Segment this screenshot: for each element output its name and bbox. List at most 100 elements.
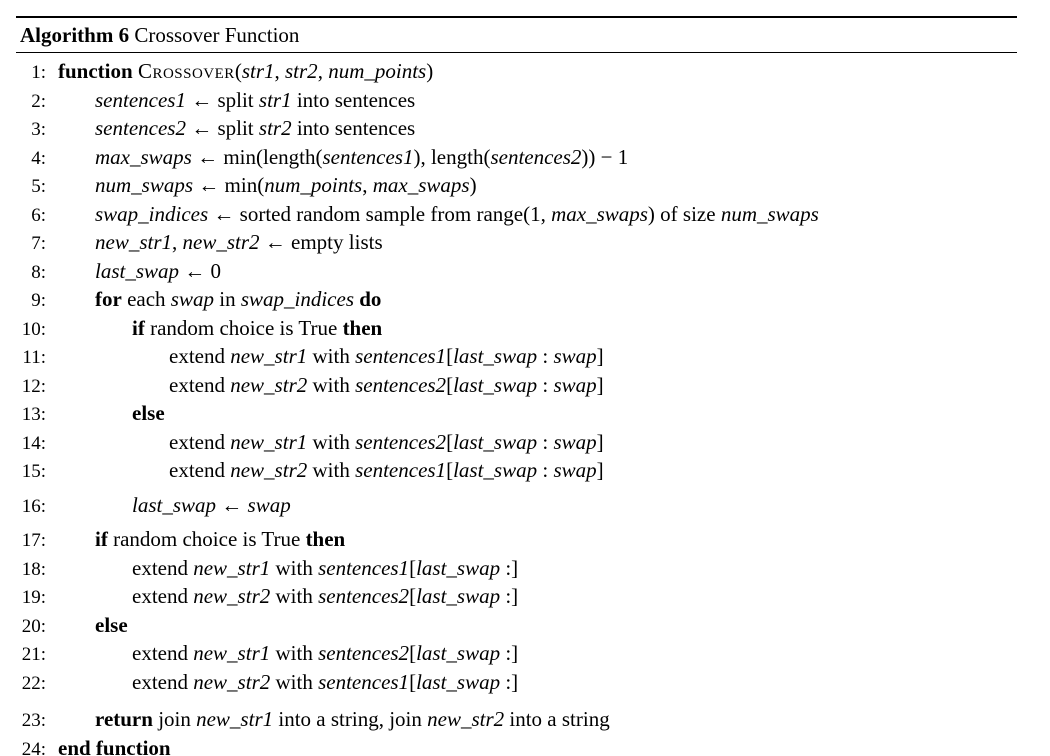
algorithm-body: 1:function Crossover(str1, str2, num_poi… bbox=[16, 53, 1017, 756]
algorithm-line: 22:extend new_str2 with sentences1[last_… bbox=[16, 669, 1017, 698]
line-content: sentences2 ← split str2 into sentences bbox=[46, 115, 415, 143]
line-content: else bbox=[46, 612, 128, 640]
line-content: for each swap in swap_indices do bbox=[46, 286, 381, 314]
keyword: if bbox=[95, 527, 108, 551]
header-rule bbox=[16, 52, 1017, 53]
algorithm-line: 18:extend new_str1 with sentences1[last_… bbox=[16, 555, 1017, 584]
line-number: 9: bbox=[31, 290, 46, 311]
algorithm-line: 20:else bbox=[16, 612, 1017, 641]
plain-text: :] bbox=[500, 584, 519, 608]
line-number: 14: bbox=[21, 432, 46, 454]
algorithm-line: 12:extend new_str2 with sentences2[last_… bbox=[16, 372, 1017, 401]
plain-text: : bbox=[537, 372, 554, 397]
variable: swap_indices bbox=[95, 201, 209, 226]
line-number: 1: bbox=[31, 62, 46, 83]
line-content: last_swap ← 0 bbox=[46, 258, 221, 286]
plain-text: ← bbox=[216, 492, 248, 517]
plain-text: extend bbox=[169, 458, 231, 482]
variable: num_points bbox=[328, 59, 427, 83]
plain-text: in bbox=[213, 287, 241, 311]
variable: sentences2 bbox=[318, 641, 410, 665]
variable: last_swap bbox=[95, 258, 180, 283]
line-number: 24: bbox=[21, 738, 46, 756]
variable: new_str1 bbox=[196, 707, 274, 731]
plain-text: with bbox=[270, 555, 319, 580]
plain-text: ← 0 bbox=[179, 258, 222, 283]
variable: swap bbox=[553, 372, 597, 397]
line-content: extend new_str1 with sentences2[last_swa… bbox=[46, 429, 604, 457]
variable: num_swaps bbox=[95, 173, 194, 197]
variable: num_swaps bbox=[720, 201, 819, 226]
variable: sentences1 bbox=[322, 144, 414, 169]
variable: str1 bbox=[241, 59, 275, 83]
plain-text: into sentences bbox=[291, 116, 416, 140]
algorithm-line: 1:function Crossover(str1, str2, num_poi… bbox=[16, 58, 1017, 87]
line-number: 12: bbox=[21, 375, 46, 397]
variable: new_str2 bbox=[193, 669, 271, 694]
variable: sentences2 bbox=[318, 584, 410, 608]
line-number: 2: bbox=[31, 90, 46, 112]
plain-text: : bbox=[537, 458, 554, 482]
line-content: extend new_str1 with sentences2[last_swa… bbox=[46, 640, 518, 668]
variable: sentences1 bbox=[95, 87, 186, 112]
line-number: 15: bbox=[21, 461, 46, 482]
variable: str2 bbox=[258, 116, 292, 140]
plain-text: extend bbox=[132, 669, 194, 694]
line-content: extend new_str2 with sentences2[last_swa… bbox=[46, 583, 518, 611]
plain-text: [ bbox=[446, 458, 454, 482]
variable: sentences2 bbox=[355, 372, 447, 397]
plain-text: ] bbox=[596, 429, 604, 454]
plain-text: into a string bbox=[504, 707, 610, 731]
plain-text: [ bbox=[409, 641, 417, 665]
keyword: for bbox=[95, 287, 122, 311]
variable: swap bbox=[247, 492, 291, 517]
plain-text: ← empty lists bbox=[259, 230, 383, 254]
top-rule bbox=[16, 16, 1017, 18]
line-content: extend new_str2 with sentences1[last_swa… bbox=[46, 669, 518, 697]
algorithm-line: 10:if random choice is True then bbox=[16, 315, 1017, 344]
line-content: extend new_str2 with sentences1[last_swa… bbox=[46, 457, 604, 485]
algorithm-line: 6:swap_indices ← sorted random sample fr… bbox=[16, 201, 1017, 230]
algorithm-line: 2:sentences1 ← split str1 into sentences bbox=[16, 87, 1017, 116]
algorithm-figure: Algorithm 6 Crossover Function 1:functio… bbox=[16, 16, 1017, 756]
variable: new_str2 bbox=[193, 584, 271, 608]
variable: sentences1 bbox=[318, 555, 410, 580]
keyword: then bbox=[342, 315, 383, 340]
line-number: 4: bbox=[31, 147, 46, 169]
line-content: last_swap ← swap bbox=[46, 492, 291, 520]
plain-text: : bbox=[537, 429, 554, 454]
plain-text: [ bbox=[409, 555, 417, 580]
variable: sentences2 bbox=[355, 429, 447, 454]
variable: last_swap bbox=[453, 458, 538, 482]
line-content: if random choice is True then bbox=[46, 315, 382, 343]
variable: num_points bbox=[264, 173, 363, 197]
line-content: if random choice is True then bbox=[46, 526, 345, 554]
plain-text: with bbox=[307, 429, 356, 454]
variable: new_str1 bbox=[193, 555, 271, 580]
variable: swap bbox=[553, 458, 597, 482]
variable: last_swap bbox=[416, 641, 501, 665]
plain-text: into sentences bbox=[291, 87, 416, 112]
plain-text: random choice is True bbox=[107, 527, 306, 551]
plain-text: join bbox=[152, 707, 197, 731]
plain-text: extend bbox=[169, 372, 231, 397]
keyword: function bbox=[58, 59, 133, 83]
algorithm-line: 24:end function bbox=[16, 735, 1017, 756]
variable: new_str1 bbox=[193, 641, 271, 665]
plain-text: extend bbox=[169, 344, 231, 368]
line-number: 21: bbox=[21, 644, 46, 665]
algorithm-line: 7:new_str1, new_str2 ← empty lists bbox=[16, 229, 1017, 258]
algorithm-line: 4:max_swaps ← min(length(sentences1), le… bbox=[16, 144, 1017, 173]
variable: swap bbox=[553, 429, 597, 454]
variable: last_swap bbox=[416, 555, 501, 580]
variable: last_swap bbox=[416, 584, 501, 608]
plain-text: into a string, join bbox=[273, 707, 428, 731]
variable: new_str2 bbox=[230, 372, 308, 397]
line-number: 3: bbox=[31, 119, 46, 140]
variable: new_str2 bbox=[427, 707, 505, 731]
variable: str1 bbox=[258, 87, 292, 112]
plain-text: [ bbox=[409, 584, 417, 608]
line-content: extend new_str2 with sentences2[last_swa… bbox=[46, 372, 604, 400]
variable: new_str1 bbox=[230, 344, 308, 368]
variable: sentences1 bbox=[355, 458, 447, 482]
